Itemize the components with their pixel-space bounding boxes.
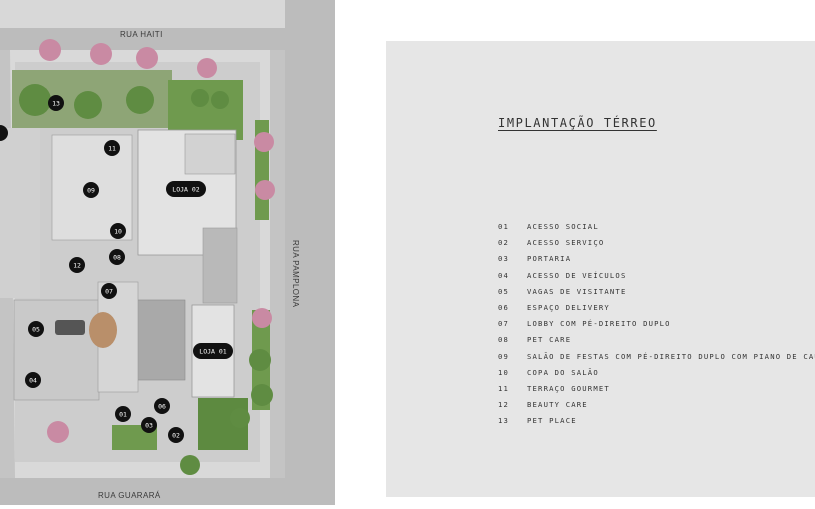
marker-08: 08 xyxy=(109,249,125,265)
site-plan-svg: RUA HAITI RUA PAMPLONA RUA GUARARÁ 13 11… xyxy=(0,0,335,505)
legend-label: ACESSO DE VEÍCULOS xyxy=(527,270,627,280)
legend-number: 13 xyxy=(498,416,510,426)
legend-number: 08 xyxy=(498,335,510,345)
core-stairs xyxy=(136,299,186,381)
legend-label: VAGAS DE VISITANTE xyxy=(527,286,627,296)
legend-label: PET PLACE xyxy=(527,416,577,426)
legend-item: 02 ACESSO SERVIÇO xyxy=(498,235,815,251)
svg-text:02: 02 xyxy=(172,432,180,440)
upper-block xyxy=(0,0,335,28)
svg-text:12: 12 xyxy=(73,262,81,270)
street-label-pamplona: RUA PAMPLONA xyxy=(291,240,300,308)
marker-01: 01 xyxy=(115,406,131,422)
street-pamplona xyxy=(285,0,335,505)
tree-row-green xyxy=(19,84,273,475)
svg-text:08: 08 xyxy=(113,254,121,262)
legend-item: 09 SALÃO DE FESTAS COM PÉ-DIREITO DUPLO C… xyxy=(498,349,815,365)
marker-05: 05 xyxy=(28,321,44,337)
legend-label: SALÃO DE FESTAS COM PÉ-DIREITO DUPLO COM… xyxy=(527,351,815,361)
legend-item: 05 VAGAS DE VISITANTE xyxy=(498,284,815,300)
legend-item: 10 COPA DO SALÃO xyxy=(498,365,815,381)
site-plan-map: RUA HAITI RUA PAMPLONA RUA GUARARÁ 13 11… xyxy=(0,0,335,505)
legend-number: 09 xyxy=(498,351,510,361)
marker-12: 12 xyxy=(69,257,85,273)
legend-label: ACESSO SOCIAL xyxy=(527,222,599,231)
legend-item: 06 ESPAÇO DELIVERY xyxy=(498,300,815,316)
marker-02: 02 xyxy=(168,427,184,443)
legend-title: IMPLANTAÇÃO TÉRREO xyxy=(498,116,657,130)
svg-text:07: 07 xyxy=(105,288,113,296)
svg-text:06: 06 xyxy=(158,403,166,411)
legend-label: BEAUTY CARE xyxy=(527,400,588,410)
svg-text:03: 03 xyxy=(145,422,153,430)
legend-list: 01 ACESSO SOCIAL 02 ACESSO SERVIÇO 03 PORTA… xyxy=(498,219,815,429)
marker-loja-02: LOJA 02 xyxy=(166,181,206,197)
street-label-guarara: RUA GUARARÁ xyxy=(98,491,161,500)
legend-item: 11 TERRAÇO GOURMET xyxy=(498,381,815,397)
legend-number: 12 xyxy=(498,400,510,410)
legend-number: 01 xyxy=(498,222,510,231)
marker-partial-edge xyxy=(0,125,8,141)
loja-02-roof xyxy=(184,133,236,175)
svg-text:11: 11 xyxy=(108,145,116,153)
legend-label: PET CARE xyxy=(527,335,572,345)
marker-10: 10 xyxy=(110,223,126,239)
legend-number: 07 xyxy=(498,319,510,329)
marker-03: 03 xyxy=(141,417,157,433)
svg-text:LOJA 02: LOJA 02 xyxy=(172,186,199,194)
legend-label: ACESSO SERVIÇO xyxy=(527,238,605,248)
svg-text:13: 13 xyxy=(52,100,60,108)
lobby-feature xyxy=(89,312,117,348)
legend-label: COPA DO SALÃO xyxy=(527,367,599,377)
legend-label: LOBBY COM PÉ-DIREITO DUPLO xyxy=(527,319,671,329)
svg-text:LOJA 01: LOJA 01 xyxy=(199,348,226,356)
svg-text:10: 10 xyxy=(114,228,122,236)
marker-11: 11 xyxy=(104,140,120,156)
tree-row-north xyxy=(39,39,275,443)
legend-number: 05 xyxy=(498,286,510,296)
street-haiti xyxy=(0,28,285,50)
marker-loja-01: LOJA 01 xyxy=(193,343,233,359)
marker-04: 04 xyxy=(25,372,41,388)
svg-text:04: 04 xyxy=(29,377,37,385)
legend-item: 04 ACESSO DE VEÍCULOS xyxy=(498,268,815,284)
legend-number: 10 xyxy=(498,367,510,377)
legend-number: 04 xyxy=(498,270,510,280)
legend-item: 13 PET PLACE xyxy=(498,413,815,429)
legend-number: 11 xyxy=(498,383,510,393)
marker-09: 09 xyxy=(83,182,99,198)
parked-car xyxy=(55,320,85,335)
marker-13: 13 xyxy=(48,95,64,111)
vehicle-ramp xyxy=(202,227,238,304)
svg-text:09: 09 xyxy=(87,187,95,195)
legend-item: 08 PET CARE xyxy=(498,332,815,348)
marker-07: 07 xyxy=(101,283,117,299)
legend-item: 03 PORTARIA xyxy=(498,251,815,267)
legend-number: 02 xyxy=(498,238,510,248)
legend-number: 06 xyxy=(498,302,510,312)
svg-text:05: 05 xyxy=(32,326,40,334)
street-guarara xyxy=(0,478,335,505)
street-label-haiti: RUA HAITI xyxy=(120,30,163,39)
legend-item: 12 BEAUTY CARE xyxy=(498,397,815,413)
neighbor-west xyxy=(0,128,40,298)
legend-label: TERRAÇO GOURMET xyxy=(527,383,610,393)
legend-label: PORTARIA xyxy=(527,254,572,264)
legend-item: 07 LOBBY COM PÉ-DIREITO DUPLO xyxy=(498,316,815,332)
parking-area xyxy=(13,299,100,401)
svg-text:01: 01 xyxy=(119,411,127,419)
marker-06: 06 xyxy=(154,398,170,414)
legend-label: ESPAÇO DELIVERY xyxy=(527,302,610,312)
legend-number: 03 xyxy=(498,254,510,264)
legend-item: 01 ACESSO SOCIAL xyxy=(498,219,815,235)
